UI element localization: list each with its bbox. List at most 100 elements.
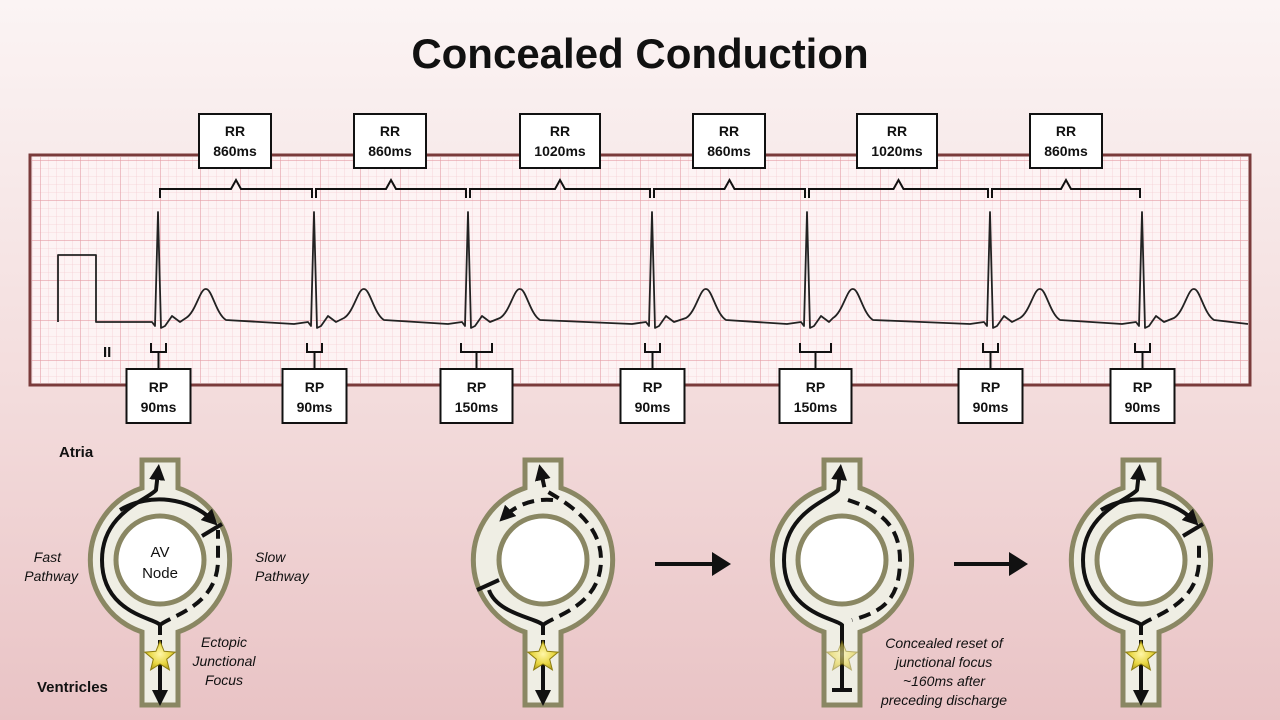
rp-box-frame xyxy=(439,368,514,424)
rr-box-frame xyxy=(519,113,601,169)
fast-pathway xyxy=(781,464,848,690)
rr-bracket xyxy=(469,177,651,198)
av-node-diagram xyxy=(470,457,616,708)
ecg-waveform xyxy=(57,211,1249,329)
rp-bracket xyxy=(150,343,167,368)
atria-label: Atria xyxy=(59,444,94,461)
reset-note-line4: preceding discharge xyxy=(880,692,1007,708)
rp-box-frame xyxy=(281,368,348,424)
rr-value: 1020ms xyxy=(534,143,586,159)
lead-label: II xyxy=(103,344,111,361)
rp-box-frame xyxy=(619,368,686,424)
rp-bracket xyxy=(799,343,832,368)
reentry-arrow xyxy=(1099,497,1199,526)
av-node-label-line1: AV xyxy=(151,544,170,561)
rp-box: RP 90ms xyxy=(619,368,686,424)
rp-box-frame xyxy=(125,368,192,424)
rr-bracket xyxy=(991,177,1141,198)
reset-note: Concealed reset of junctional focus ~160… xyxy=(880,635,1007,708)
fast-pathway xyxy=(1080,464,1147,635)
rr-value: 860ms xyxy=(1044,143,1088,159)
rr-box-frame xyxy=(1029,113,1103,169)
rr-value: 860ms xyxy=(707,143,751,159)
rp-box: RP 90ms xyxy=(957,368,1024,424)
rr-bracket xyxy=(653,177,806,198)
ecg-strip: II xyxy=(28,153,1252,387)
rp-value: 90ms xyxy=(1125,399,1161,415)
ectopic-label-line1: Ectopic xyxy=(201,634,247,650)
av-node-core xyxy=(496,513,590,607)
retro-arrow xyxy=(499,497,554,522)
rr-label: RR xyxy=(1056,123,1076,139)
rp-intervals: RP90msRP90msRP150msRP90msRP150msRP90msRP… xyxy=(125,343,1176,424)
rp-label: RP xyxy=(981,379,1000,395)
av-node-diagrams xyxy=(87,457,1214,708)
star-icon xyxy=(825,639,859,671)
rr-label: RR xyxy=(380,123,400,139)
rr-intervals: RR860msRR860msRR1020msRR860msRR1020msRR8… xyxy=(159,113,1141,198)
rr-box: RR 1020ms xyxy=(519,113,601,169)
rr-bracket xyxy=(315,177,467,198)
rr-bracket xyxy=(808,177,989,198)
transition-arrow-1-head xyxy=(712,552,731,576)
rr-label: RR xyxy=(887,123,907,139)
rp-box: RP 90ms xyxy=(1109,368,1176,424)
rp-box-frame xyxy=(1109,368,1176,424)
block-mark xyxy=(476,578,500,592)
rp-value: 90ms xyxy=(973,399,1009,415)
block-mark xyxy=(1181,522,1205,538)
rp-bracket xyxy=(1134,343,1151,368)
rp-bracket xyxy=(982,343,999,368)
rr-bracket xyxy=(159,177,313,198)
block-mark xyxy=(200,522,224,538)
reentry-arrow xyxy=(118,497,218,526)
rr-interval: RR 860ms xyxy=(991,113,1141,198)
slow-pathway-label-line2: Pathway xyxy=(255,568,310,584)
rp-value: 90ms xyxy=(635,399,671,415)
av-node-core xyxy=(113,513,207,607)
rp-value: 150ms xyxy=(455,399,499,415)
rp-label: RP xyxy=(1133,379,1152,395)
rr-label: RR xyxy=(550,123,570,139)
reset-note-line2: junctional focus xyxy=(894,654,993,670)
reset-note-line3: ~160ms after xyxy=(903,673,986,689)
rr-value: 860ms xyxy=(368,143,412,159)
slow-pathway xyxy=(534,464,604,627)
rr-label: RR xyxy=(225,123,245,139)
rp-box-frame xyxy=(957,368,1024,424)
rp-bracket xyxy=(644,343,661,368)
rr-box-frame xyxy=(353,113,427,169)
fast-pathway-label-line1: Fast xyxy=(34,549,62,565)
fast-pathway-label-line2: Pathway xyxy=(24,568,79,584)
star-icon xyxy=(1124,639,1158,671)
rr-box-frame xyxy=(856,113,938,169)
ectopic-label-line3: Focus xyxy=(205,672,243,688)
rr-label: RR xyxy=(719,123,739,139)
rr-interval: RR 860ms xyxy=(653,113,806,198)
rr-interval: RR 1020ms xyxy=(469,113,651,198)
rp-label: RP xyxy=(643,379,662,395)
star-icon xyxy=(526,639,560,671)
fast-pathway xyxy=(99,464,166,635)
rp-label: RP xyxy=(305,379,324,395)
rp-bracket xyxy=(460,343,493,368)
slow-pathway-label-line1: Slow xyxy=(255,549,286,565)
rr-box-frame xyxy=(198,113,272,169)
rp-interval: RP 90ms xyxy=(957,343,1024,424)
reset-note-line1: Concealed reset of xyxy=(885,635,1005,651)
slow-pathway xyxy=(1139,540,1201,627)
ectopic-label-line2: Junctional xyxy=(191,653,256,669)
slow-pathway xyxy=(847,498,903,622)
av-node-diagram xyxy=(769,457,915,708)
rr-box: RR 860ms xyxy=(353,113,427,169)
slow-pathway xyxy=(158,530,220,627)
